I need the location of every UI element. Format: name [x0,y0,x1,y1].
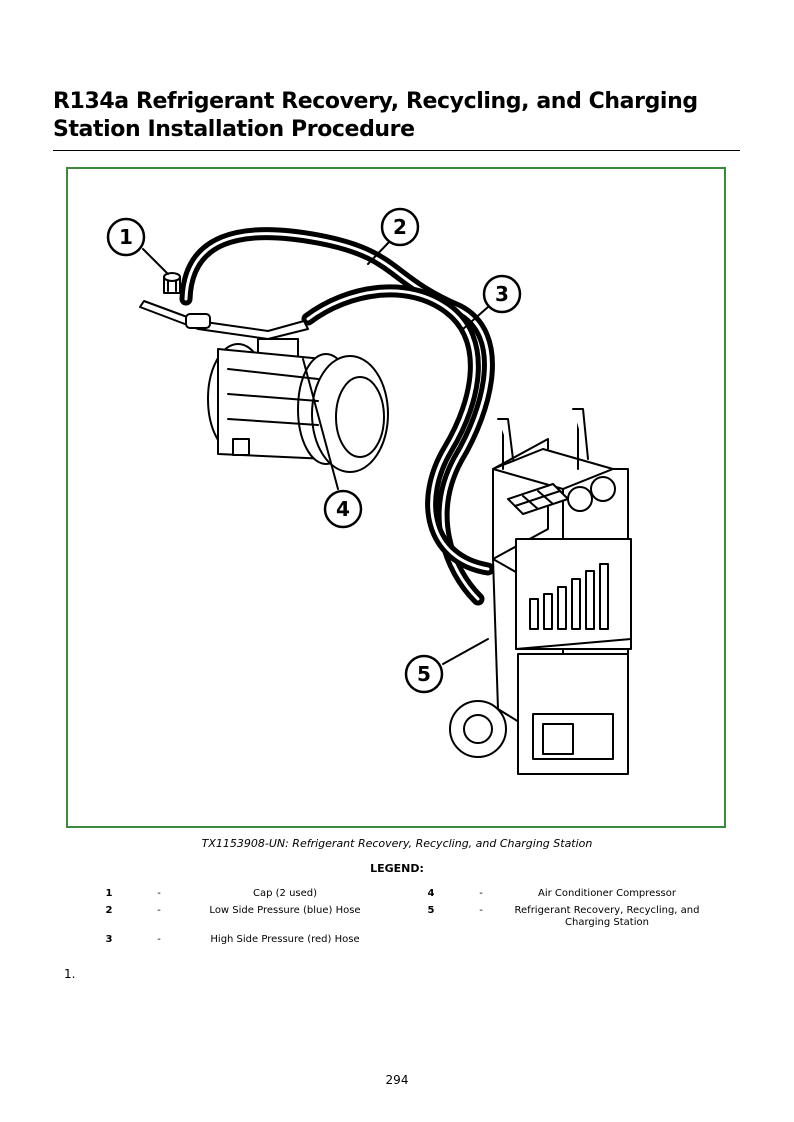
page-title: R134a Refrigerant Recovery, Recycling, a… [53,88,743,144]
legend-number: 2 [105,905,113,916]
cap-part [163,272,181,294]
title-divider [53,150,740,151]
legend-dash: - [157,905,161,916]
page-title-line-2: Station Installation Procedure [53,117,415,142]
callout-2: 2 [380,207,420,247]
step-number: 1. [64,967,76,981]
legend-description: Cap (2 used) [252,888,318,899]
legend-table: 1 - Cap (2 used) 2 - Low Side Pressure (… [0,888,794,948]
page-number: 294 [385,1073,409,1087]
callout-1: 1 [106,217,146,257]
figure-caption: TX1153908-UN: Refrigerant Recovery, Recy… [201,837,593,850]
svg-text:3: 3 [495,282,509,306]
svg-text:2: 2 [393,215,407,239]
legend-description: Refrigerant Recovery, Recycling, and Cha… [514,905,700,928]
legend-description: High Side Pressure (red) Hose [210,934,360,945]
legend-number: 4 [427,888,435,899]
legend-number: 1 [105,888,113,899]
legend-dash: - [157,934,161,945]
refrigerant-station-illustration: 1 2 3 4 5 [106,207,632,775]
legend-number: 3 [105,934,113,945]
legend-number: 5 [427,905,435,916]
legend-description: Low Side Pressure (blue) Hose [209,905,361,916]
svg-text:1: 1 [119,225,133,249]
svg-text:4: 4 [336,497,350,521]
page-title-line-1: R134a Refrigerant Recovery, Recycling, a… [53,89,698,114]
figure-frame: 1 2 3 4 5 [66,167,726,828]
callout-3: 3 [482,274,522,314]
legend-dash: - [479,888,483,899]
legend-heading: LEGEND: [370,862,424,875]
callout-5: 5 [404,654,444,694]
legend-dash: - [157,888,161,899]
callout-4: 4 [323,489,363,529]
legend-description: Air Conditioner Compressor [538,888,676,899]
legend-dash: - [479,905,483,916]
compressor-part [139,300,389,473]
recovery-station-part [449,408,632,775]
svg-text:5: 5 [417,662,431,686]
